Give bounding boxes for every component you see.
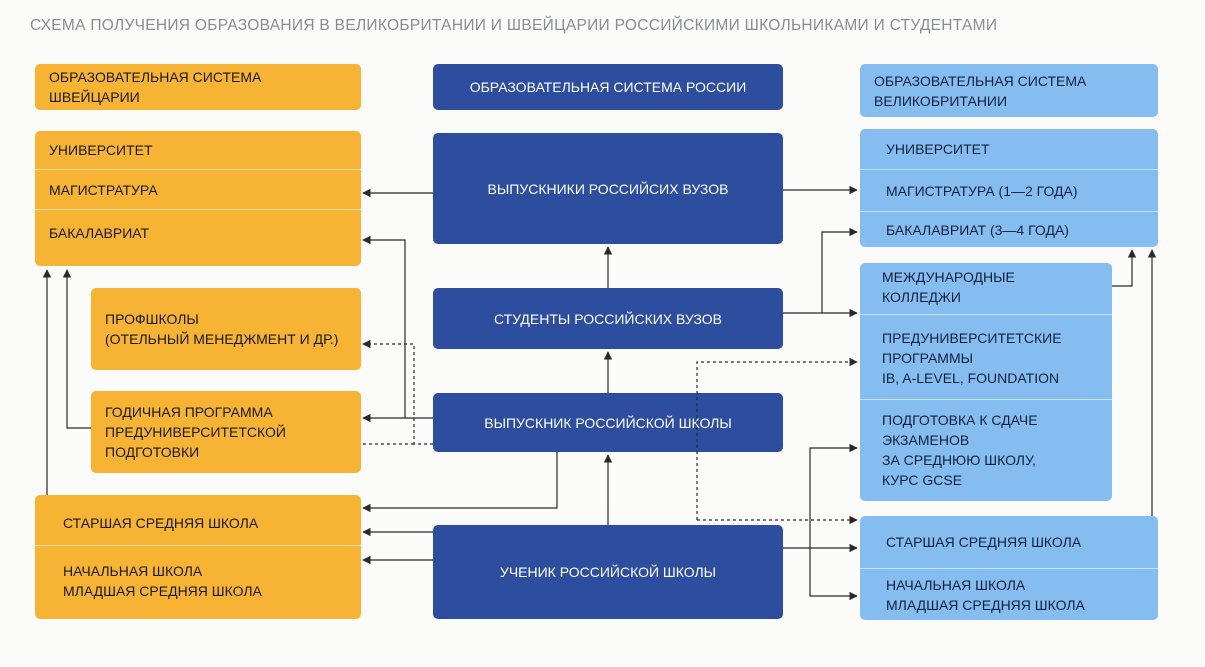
arrow-school-graduate-to-swiss-senior [362,452,558,513]
switzerland-header-label: ОБРАЗОВАТЕЛЬНАЯ СИСТЕМА ШВЕЙЦАРИИ [49,69,262,105]
britain-senior-school: СТАРШАЯ СРЕДНЯЯ ШКОЛА [860,516,1158,568]
switzerland-masters: МАГИСТРАТУРА [35,169,361,209]
britain-international-colleges-label: МЕЖДУНАРОДНЫЕ КОЛЛЕДЖИ [882,269,1015,305]
britain-preparation: МЕЖДУНАРОДНЫЕ КОЛЛЕДЖИ ПРЕДУНИВЕРСИТЕТСК… [860,263,1112,501]
switzerland-prof-schools: ПРОФШКОЛЫ (ОТЕЛЬНЫЙ МЕНЕДЖМЕНТ И ДР.) [91,288,361,370]
dashed-school-graduate-to-prof-schools [362,339,433,445]
switzerland-schools: СТАРШАЯ СРЕДНЯЯ ШКОЛА НАЧАЛЬНАЯ ШКОЛА МЛ… [35,495,361,619]
britain-masters-label: МАГИСТРАТУРА (1—2 ГОДА) [886,182,1078,199]
switzerland-foundation-year: ГОДИЧНАЯ ПРОГРАММА ПРЕДУНИВЕРСИТЕТСКОЙ П… [91,391,361,473]
britain-bachelors: БАКАЛАВРИАТ (3—4 ГОДА) [860,211,1158,247]
switzerland-masters-label: МАГИСТРАТУРА [49,181,158,198]
switzerland-primary-school: НАЧАЛЬНАЯ ШКОЛА МЛАДШАЯ СРЕДНЯЯ ШКОЛА [35,545,361,615]
prof-schools-label: ПРОФШКОЛЫ (ОТЕЛЬНЫЙ МЕНЕДЖМЕНТ И ДР.) [105,311,339,347]
britain-masters: МАГИСТРАТУРА (1—2 ГОДА) [860,169,1158,211]
britain-header: ОБРАЗОВАТЕЛЬНАЯ СИСТЕМА ВЕЛИКОБРИТАНИИ [860,64,1158,117]
switzerland-senior-school-label: СТАРШАЯ СРЕДНЯЯ ШКОЛА [63,515,259,531]
arrow-students-to-uk-bachelors [821,227,858,313]
britain-university-label: УНИВЕРСИТЕТ [886,141,990,157]
russia-header: ОБРАЗОВАТЕЛЬНАЯ СИСТЕМА РОССИИ [433,64,783,110]
arrow-foundation-to-swiss-higher [62,269,91,429]
britain-schools: СТАРШАЯ СРЕДНЯЯ ШКОЛА НАЧАЛЬНАЯ ШКОЛА МЛ… [860,516,1158,620]
russia-university-students: СТУДЕНТЫ РОССИЙСКИХ ВУЗОВ [433,288,783,349]
arrow-pupil-to-uk-primary [809,548,858,601]
russia-school-graduate-label: ВЫПУСКНИК РОССИЙСКОЙ ШКОЛЫ [484,414,732,431]
switzerland-university-label: УНИВЕРСИТЕТ [49,142,153,158]
britain-higher-education: УНИВЕРСИТЕТ МАГИСТРАТУРА (1—2 ГОДА) БАКА… [860,129,1158,247]
switzerland-primary-school-label: НАЧАЛЬНАЯ ШКОЛА МЛАДШАЯ СРЕДНЯЯ ШКОЛА [63,562,262,599]
britain-pre-university-programs-label: ПРЕДУНИВЕРСИТЕТСКИЕ ПРОГРАММЫ IB, A-LEVE… [882,329,1062,386]
russia-school-pupil-label: УЧЕНИК РОССИЙСКОЙ ШКОЛЫ [499,564,717,580]
britain-primary-school-label: НАЧАЛЬНАЯ ШКОЛА МЛАДШАЯ СРЕДНЯЯ ШКОЛА [886,576,1085,613]
britain-gcse-preparation-label: ПОДГОТОВКА К СДАЧЕ ЭКЗАМЕНОВ ЗА СРЕДНЮЮ … [882,411,1038,488]
foundation-year-label: ГОДИЧНАЯ ПРОГРАММА ПРЕДУНИВЕРСИТЕТСКОЙ П… [105,404,286,460]
britain-senior-school-label: СТАРШАЯ СРЕДНЯЯ ШКОЛА [886,534,1082,550]
russia-university-graduates-label: ВЫПУСКНИКИ РОССИЙСИХ ВУЗОВ [487,180,729,197]
dashed-to-pre-university-programs [696,357,858,520]
diagram-title: СХЕМА ПОЛУЧЕНИЯ ОБРАЗОВАНИЯ В ВЕЛИКОБРИТ… [30,17,998,34]
switzerland-university: УНИВЕРСИТЕТ [35,131,361,169]
arrow-school-graduate-to-swiss-bachelors [362,235,433,419]
russia-university-students-label: СТУДЕНТЫ РОССИЙСКИХ ВУЗОВ [493,310,723,327]
russia-school-pupil: УЧЕНИК РОССИЙСКОЙ ШКОЛЫ [433,525,783,619]
britain-primary-school: НАЧАЛЬНАЯ ШКОЛА МЛАДШАЯ СРЕДНЯЯ ШКОЛА [860,568,1158,620]
russia-university-graduates: ВЫПУСКНИКИ РОССИЙСИХ ВУЗОВ [433,133,783,244]
britain-gcse-preparation: ПОДГОТОВКА К СДАЧЕ ЭКЗАМЕНОВ ЗА СРЕДНЮЮ … [860,399,1112,499]
russia-school-graduate: ВЫПУСКНИК РОССИЙСКОЙ ШКОЛЫ [433,393,783,452]
switzerland-header: ОБРАЗОВАТЕЛЬНАЯ СИСТЕМА ШВЕЙЦАРИИ [35,64,361,110]
switzerland-senior-school: СТАРШАЯ СРЕДНЯЯ ШКОЛА [35,495,361,551]
switzerland-bachelors-label: БАКАЛАВРИАТ [49,224,150,241]
russia-header-label: ОБРАЗОВАТЕЛЬНАЯ СИСТЕМА РОССИИ [469,79,747,95]
britain-international-colleges: МЕЖДУНАРОДНЫЕ КОЛЛЕДЖИ [860,263,1112,311]
switzerland-bachelors: БАКАЛАВРИАТ [35,209,361,255]
arrow-pupil-to-gcse [809,443,858,548]
britain-university: УНИВЕРСИТЕТ [860,129,1158,169]
britain-pre-university-programs: ПРЕДУНИВЕРСИТЕТСКИЕ ПРОГРАММЫ IB, A-LEVE… [860,314,1112,400]
arrow-intl-colleges-to-uk-bachelors [1112,249,1137,287]
switzerland-higher-education: УНИВЕРСИТЕТ МАГИСТРАТУРА БАКАЛАВРИАТ [35,131,361,266]
britain-header-label: ОБРАЗОВАТЕЛЬНАЯ СИСТЕМА ВЕЛИКОБРИТАНИИ [874,72,1087,109]
britain-bachelors-label: БАКАЛАВРИАТ (3—4 ГОДА) [886,221,1069,238]
